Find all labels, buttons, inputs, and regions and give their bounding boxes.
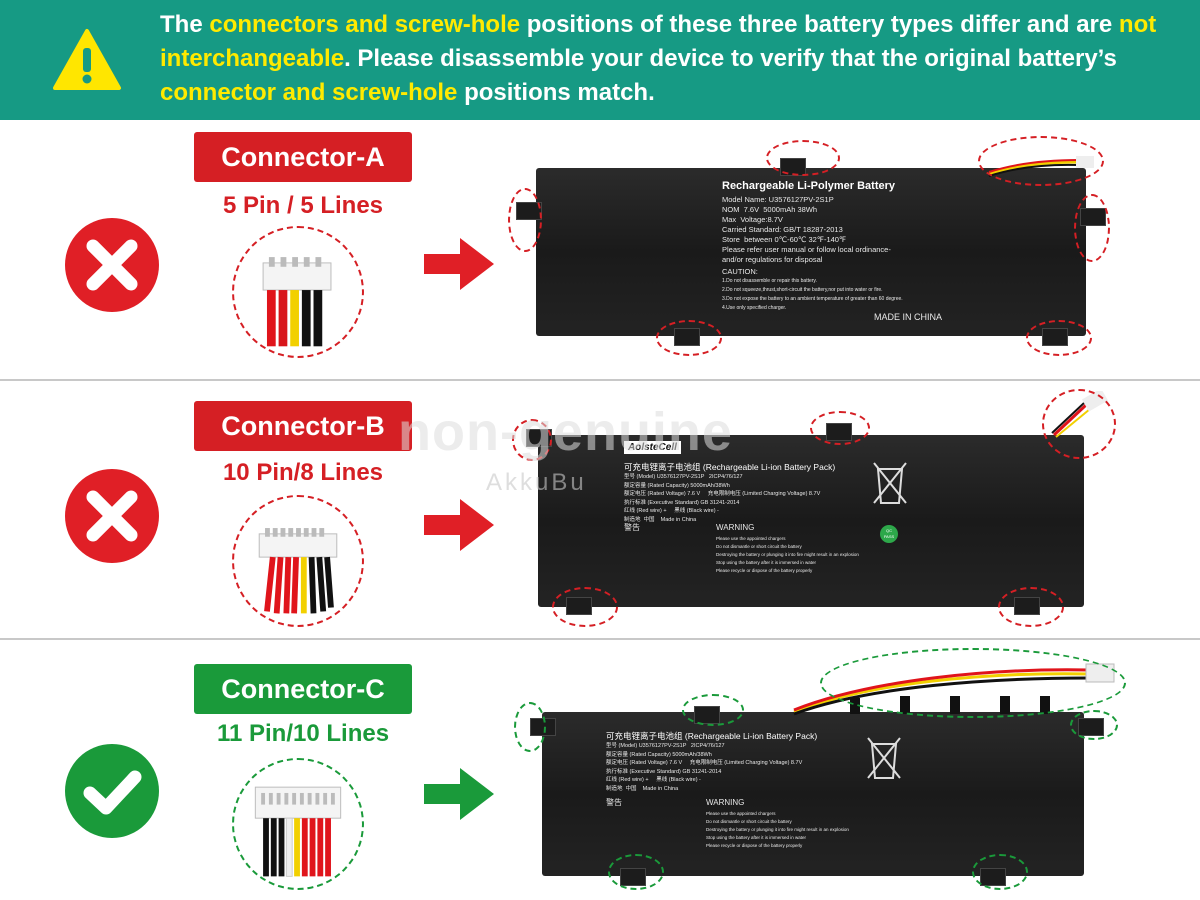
connector-c-row: Connector-C 11 Pin/10 Lines 可充电锂离子电池组 (R… — [0, 640, 1200, 900]
battery-b-warn-cn: 警告 — [624, 523, 640, 532]
banner-message: The connectors and screw-hole positions … — [160, 11, 1157, 106]
battery-b-warn-lines: Please use the appointed chargers Do not… — [716, 536, 859, 573]
connector-a-label: Connector-A — [194, 132, 412, 182]
row-divider — [0, 638, 1200, 640]
connector-b-photo — [232, 495, 364, 627]
connector-a-pins: 5 Pin / 5 Lines — [222, 192, 384, 219]
battery-a-made-in: MADE IN CHINA — [874, 312, 943, 322]
battery-a-specs: Model Name: U3576127PV-2S1P NOM 7.6V 500… — [722, 195, 891, 264]
green-arrow-icon — [424, 768, 494, 820]
qc-pass-badge: QC PASS — [880, 525, 898, 543]
battery-b-title: 可充电锂离子电池组 (Rechargeable Li-ion Battery P… — [624, 462, 836, 472]
battery-b-specs: 型号 (Model) U3576127PV-2S1P 2ICP4/76/127 … — [624, 474, 821, 523]
warning-triangle-icon — [53, 29, 121, 90]
battery-c: 可充电锂离子电池组 (Rechargeable Li-ion Battery P… — [510, 648, 1130, 892]
connector-a-row: Connector-A 5 Pin / 5 Lines Rechargeable… — [0, 120, 1200, 380]
connector-a-photo — [232, 226, 364, 358]
warning-banner: The connectors and screw-hole positions … — [0, 0, 1200, 120]
battery-a-caution-lines: 1.Do not disassemble or repair this batt… — [722, 278, 903, 311]
green-check-icon — [64, 743, 160, 839]
connector-b-label: Connector-B — [194, 401, 412, 451]
connector-c-label: Connector-C — [194, 664, 412, 714]
battery-a-caution: CAUTION: — [722, 267, 758, 276]
red-arrow-icon — [424, 499, 494, 551]
battery-b-warn-en: WARNING — [716, 523, 755, 532]
battery-c-warn-cn: 警告 — [606, 798, 622, 807]
watermark-text: non-genuine — [398, 402, 733, 462]
watermark-subtext: AkkuBu — [486, 469, 587, 496]
row-divider — [0, 379, 1200, 381]
connector-b-row: Connector-B 10 Pin/8 Lines AolsteCell 可充… — [0, 381, 1200, 641]
recycle-bin-icon — [873, 462, 907, 504]
battery-b: AolsteCell 可充电锂离子电池组 (Rechargeable Li-io… — [506, 389, 1116, 631]
red-x-icon — [64, 217, 160, 313]
battery-c-specs: 型号 (Model) U3576127PV-2S1P 2ICP4/76/127 … — [606, 743, 803, 792]
battery-c-title: 可充电锂离子电池组 (Rechargeable Li-ion Battery P… — [606, 731, 818, 741]
battery-a: Rechargeable Li-Polymer Battery Model Na… — [508, 136, 1110, 380]
connector-c-pins: 11 Pin/10 Lines — [216, 720, 390, 747]
battery-c-warn-lines: Please use the appointed chargers Do not… — [706, 811, 849, 848]
connector-b-pins: 10 Pin/8 Lines — [222, 459, 384, 486]
connector-c-photo — [232, 758, 364, 890]
battery-b-brand: AolsteCell — [624, 441, 681, 454]
red-arrow-icon — [424, 238, 494, 290]
red-x-icon — [64, 468, 160, 564]
recycle-bin-icon — [867, 737, 901, 779]
battery-c-warn-en: WARNING — [706, 798, 745, 807]
battery-a-title: Rechargeable Li-Polymer Battery — [722, 180, 896, 192]
